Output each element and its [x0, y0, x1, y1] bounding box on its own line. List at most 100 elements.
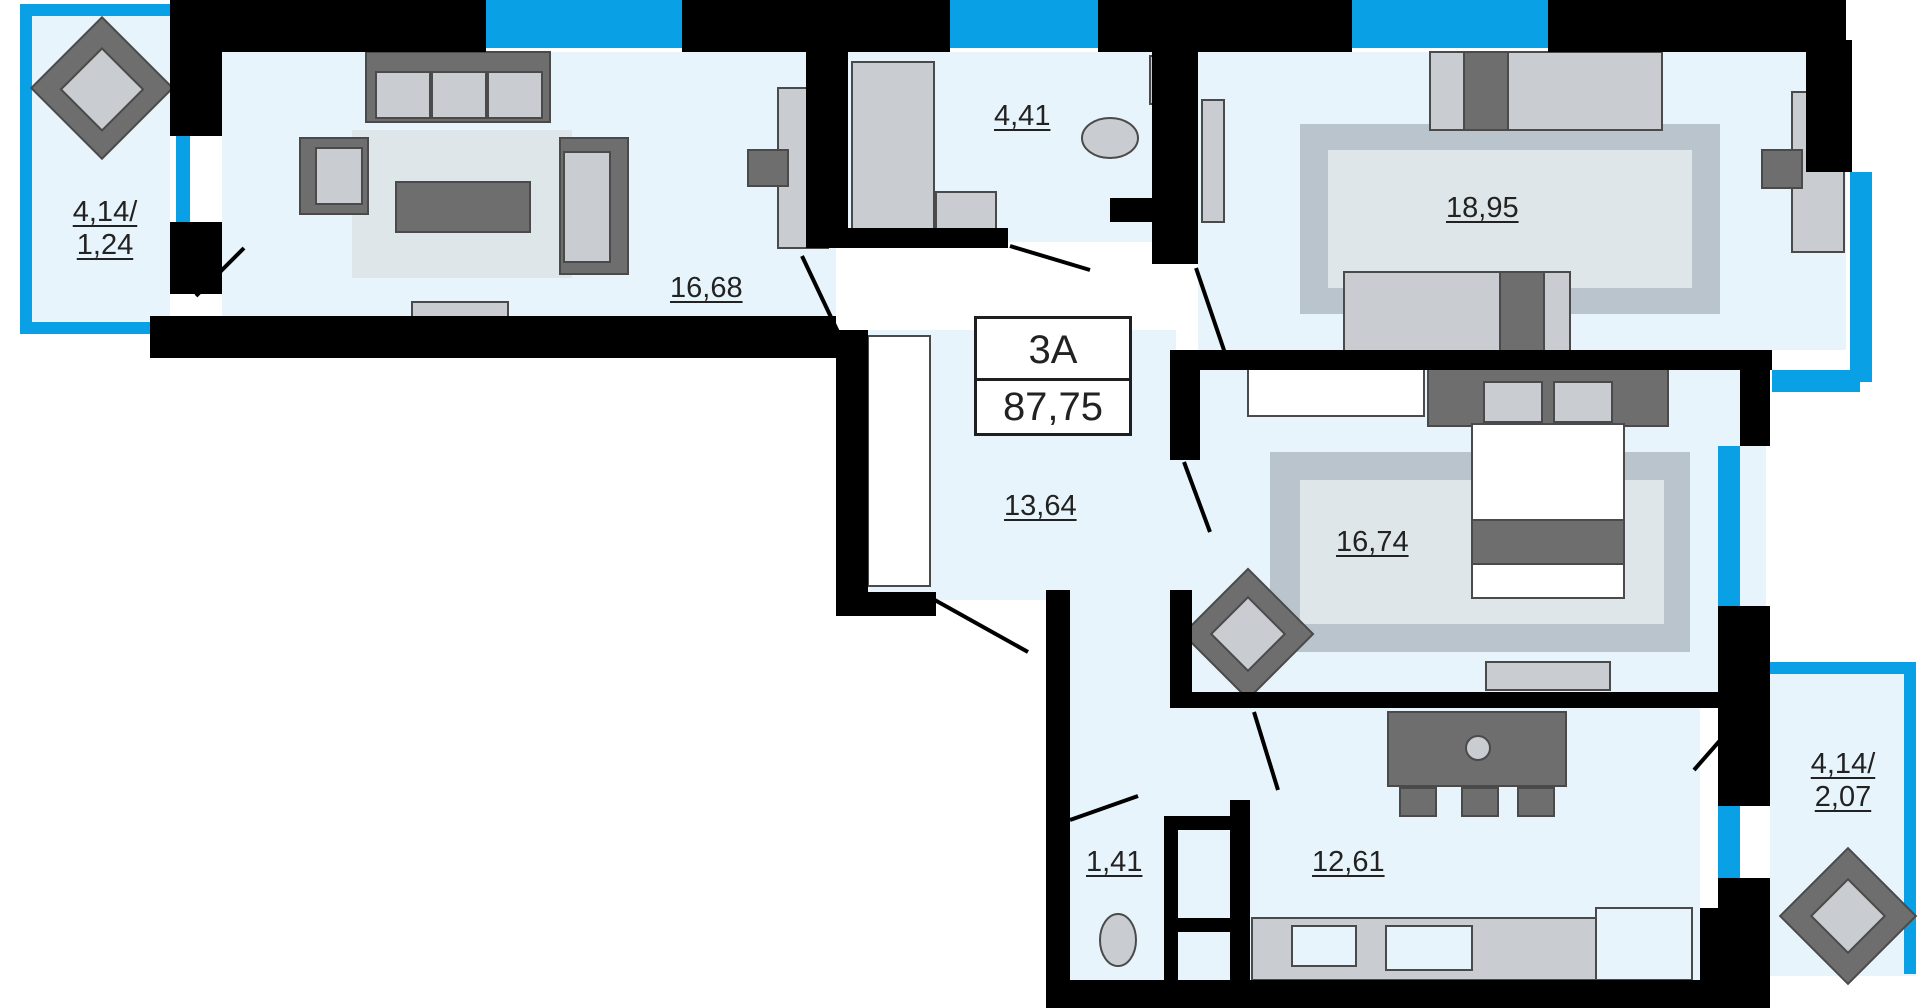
balcony-left-line1: 4,14/ [72, 196, 138, 228]
balcony-chair-seat [1809, 877, 1887, 955]
window [20, 322, 170, 334]
balcony-left-line2: 1,24 [76, 229, 134, 262]
pillow [1483, 381, 1543, 423]
window [486, 0, 682, 48]
bedroom-armchair-seat [1209, 595, 1287, 673]
wall [836, 330, 868, 616]
wall [1110, 198, 1198, 222]
bed-blanket [1499, 271, 1545, 353]
room-label-balcony-right: 4,14/ 2,07 [1798, 748, 1888, 815]
wall [1178, 918, 1230, 932]
wall [1170, 590, 1192, 704]
room-label-balcony-left: 4,14/ 1,24 [60, 196, 150, 263]
wall [682, 0, 950, 52]
room-label-bedroom-top: 18,95 [1446, 192, 1519, 224]
kitchen-sink [1291, 925, 1357, 967]
wall [1164, 816, 1178, 980]
wall [1230, 800, 1250, 980]
walls [150, 0, 1852, 1008]
wall [806, 52, 848, 248]
door [1252, 711, 1280, 791]
sofa-cushion [487, 71, 543, 119]
doors [194, 244, 1740, 822]
bed-blanket [1471, 519, 1625, 565]
window [1904, 662, 1916, 974]
apartment-badge: 3А 87,75 [974, 316, 1132, 436]
wall [222, 0, 486, 52]
wall [1740, 370, 1770, 446]
wall [1046, 590, 1070, 1008]
wall [1046, 980, 1770, 1008]
window [1718, 806, 1740, 878]
door [923, 592, 1029, 654]
window [1770, 662, 1916, 674]
wall [1170, 692, 1718, 708]
wall [1548, 0, 1846, 52]
chair [1399, 787, 1437, 817]
wall [170, 60, 222, 136]
double-bed [1471, 423, 1625, 599]
armchair-seat [563, 151, 611, 263]
wall [1718, 606, 1770, 806]
window [1352, 0, 1548, 48]
wall [806, 228, 1008, 248]
chair [1517, 787, 1555, 817]
wall [1178, 816, 1230, 830]
wall [1806, 40, 1852, 172]
wardrobe [1201, 99, 1225, 223]
door [1692, 718, 1740, 772]
door [1069, 794, 1139, 822]
door [1009, 244, 1091, 272]
window [1718, 446, 1740, 606]
door [1194, 267, 1228, 357]
tv-stand [1485, 661, 1611, 691]
shoe-shelf [1247, 365, 1425, 417]
wall [1098, 0, 1352, 52]
coffee-table [395, 181, 531, 233]
wall [1170, 350, 1200, 460]
fridge [1595, 907, 1693, 981]
window [20, 4, 170, 16]
armchair-seat [315, 147, 363, 205]
window [950, 0, 1098, 48]
sink [935, 191, 997, 233]
desk-chair [747, 149, 789, 187]
wc-toilet [1099, 913, 1137, 967]
door [194, 246, 246, 298]
room-label-wc: 1,41 [1086, 846, 1143, 878]
apartment-type: 3А [977, 319, 1129, 381]
stove [1385, 925, 1473, 971]
wall [1718, 878, 1770, 908]
door [1182, 461, 1212, 533]
dining-table-center [1465, 735, 1491, 761]
pillow [1553, 381, 1613, 423]
window [176, 136, 190, 222]
bathtub [851, 61, 935, 231]
balcony-right-line1: 4,14/ [1810, 748, 1876, 780]
bedroom-desk-chair [1761, 149, 1803, 189]
room-label-bathroom: 4,41 [994, 100, 1051, 132]
wall [1152, 52, 1198, 264]
rug [1328, 150, 1692, 288]
chair [1461, 787, 1499, 817]
windows [20, 0, 1916, 974]
total-area: 87,75 [1002, 385, 1104, 429]
wall [836, 592, 936, 616]
balcony-chair-seat [59, 46, 145, 132]
bed-blanket [1463, 51, 1509, 131]
sofa-cushion [431, 71, 487, 119]
wall [150, 316, 836, 358]
balcony-right-line2: 2,07 [1814, 781, 1872, 814]
window [20, 4, 32, 334]
wall [1700, 908, 1770, 1008]
wall [170, 222, 222, 294]
sofa-cushion [375, 71, 431, 119]
double-bed-head [1427, 367, 1669, 427]
room-label-kitchen: 12,61 [1312, 846, 1385, 878]
room-label-bedroom-middle: 16,74 [1336, 526, 1409, 558]
toilet-bowl [1081, 117, 1139, 159]
window [1850, 172, 1872, 382]
door [800, 255, 840, 333]
room-label-hallway: 13,64 [1004, 490, 1077, 522]
